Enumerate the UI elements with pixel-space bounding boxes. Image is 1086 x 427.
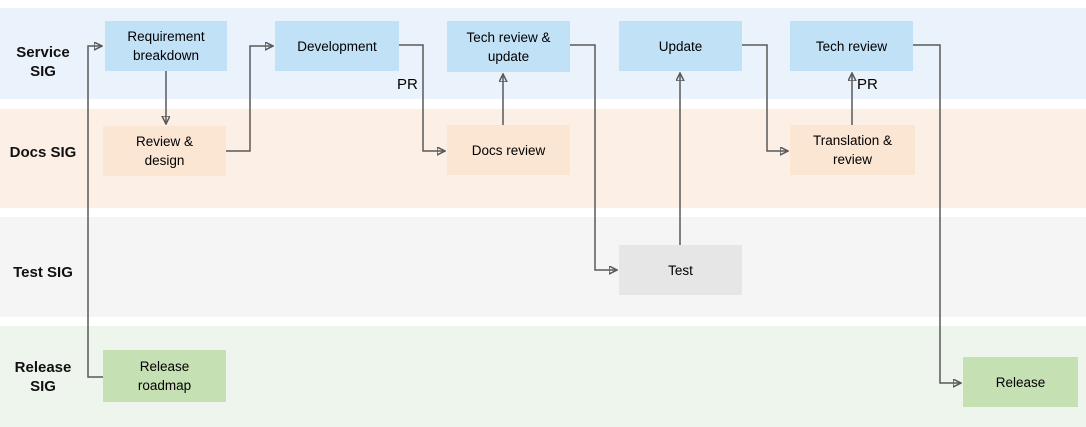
task-requirement-breakdown: Requirement breakdown: [105, 21, 227, 71]
task-translation-review: Translation & review: [790, 125, 915, 175]
task-label: Update: [658, 38, 703, 54]
connector-review-design-to-development: [226, 46, 272, 152]
lane-label-test-sig: Test SIG: [13, 264, 73, 281]
lane-band-test-sig: [0, 217, 1086, 317]
task-docs-review: Docs review: [447, 125, 570, 175]
task-release: Release: [963, 357, 1078, 407]
task-label: Requirement breakdown: [127, 29, 205, 63]
task-label: Release: [995, 374, 1046, 390]
task-label: Release roadmap: [137, 359, 192, 393]
lane-label-service-sig: Service SIG: [16, 44, 70, 80]
task-label: Test: [668, 262, 693, 278]
lane-label-release-sig: Release SIG: [14, 359, 72, 395]
task-tech-review-update: Tech review & update: [447, 21, 570, 72]
task-label: Tech review: [815, 38, 888, 54]
connector-development-to-docs-review: [399, 44, 444, 151]
task-test: Test: [619, 245, 742, 295]
connector-tech-review-to-release: [913, 44, 960, 383]
task-label: Tech review & update: [466, 29, 551, 64]
task-label: Docs review: [471, 142, 546, 158]
lane-label-docs-sig: Docs SIG: [9, 144, 77, 161]
edge-label-pr-translation: PR: [857, 76, 878, 93]
task-label: Translation & review: [812, 133, 893, 167]
task-review-design: Review & design: [103, 126, 226, 176]
task-development: Development: [275, 21, 399, 71]
task-label: Review & design: [135, 134, 194, 168]
task-update: Update: [619, 21, 742, 71]
connector-release-roadmap-to-requirement-breakdown: [87, 46, 103, 378]
task-label: Development: [297, 38, 377, 54]
connector-update-to-translation-review: [742, 44, 787, 151]
connector-tech-review-update-to-test: [570, 44, 616, 270]
task-tech-review: Tech review: [790, 21, 913, 71]
task-release-roadmap: Release roadmap: [103, 350, 226, 402]
edge-label-pr-development: PR: [397, 76, 418, 93]
